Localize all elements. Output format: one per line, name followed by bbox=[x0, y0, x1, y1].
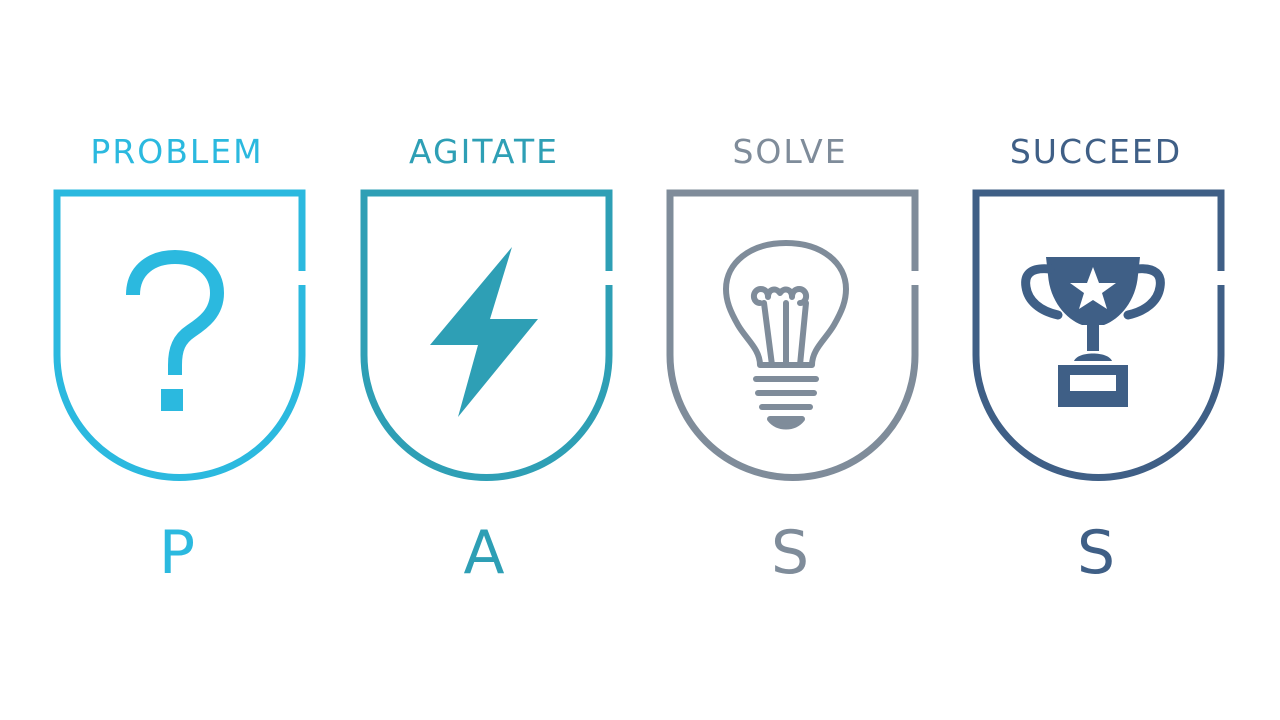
stage-problem: PROBLEM P bbox=[47, 0, 307, 720]
stage-letter: S bbox=[1076, 518, 1116, 588]
stage-title: SOLVE bbox=[732, 132, 848, 171]
shield-icon bbox=[360, 189, 613, 481]
stage-letter: A bbox=[463, 518, 505, 588]
stage-title: SUCCEED bbox=[1009, 132, 1183, 171]
lightning-bolt-icon bbox=[430, 247, 538, 417]
stage-letter: S bbox=[770, 518, 810, 588]
shield-icon bbox=[666, 189, 919, 481]
stage-solve: SOLVE S bbox=[660, 0, 920, 720]
stage-letter: P bbox=[158, 518, 196, 588]
stage-title: PROBLEM bbox=[90, 132, 264, 171]
stage-succeed: SUCCEED S bbox=[966, 0, 1226, 720]
shield-icon bbox=[53, 189, 306, 481]
question-mark-icon bbox=[126, 249, 225, 411]
stage-agitate: AGITATE A bbox=[354, 0, 614, 720]
stage-title: AGITATE bbox=[409, 132, 559, 171]
lightbulb-icon bbox=[723, 240, 849, 430]
trophy-icon bbox=[1021, 257, 1165, 407]
shield-icon bbox=[972, 189, 1225, 481]
